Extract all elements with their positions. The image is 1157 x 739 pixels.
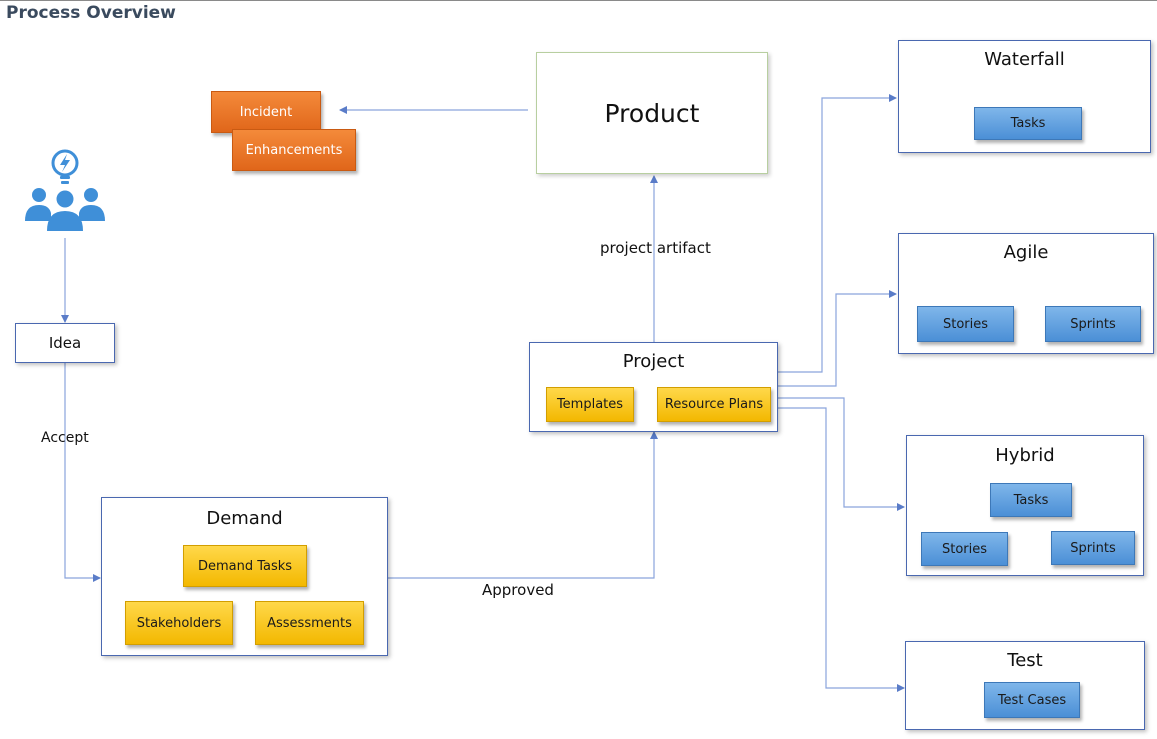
enhancements-chip[interactable]: Enhancements: [232, 129, 356, 171]
demand-title: Demand: [206, 508, 283, 529]
accept-label: Accept: [41, 430, 89, 446]
project-artifact-label: project artifact: [600, 239, 711, 257]
stakeholders-chip[interactable]: Stakeholders: [125, 601, 233, 645]
page-title: Process Overview: [6, 3, 176, 23]
idea-label: Idea: [48, 334, 82, 352]
waterfall-box[interactable]: Waterfall Tasks: [898, 40, 1151, 153]
agile-title: Agile: [1003, 242, 1049, 263]
idea-box[interactable]: Idea: [15, 323, 115, 363]
agile-box[interactable]: Agile Stories Sprints: [898, 233, 1154, 354]
connector-project-to-waterfall: [778, 94, 897, 373]
templates-chip[interactable]: Templates: [546, 387, 634, 422]
demand-box[interactable]: Demand Demand Tasks Stakeholders Assessm…: [101, 497, 388, 656]
hybrid-sprints-chip[interactable]: Sprints: [1051, 531, 1135, 565]
hybrid-stories-chip[interactable]: Stories: [921, 532, 1008, 566]
connector-demand-to-project: [388, 431, 658, 579]
project-box[interactable]: Project Templates Resource Plans: [529, 342, 778, 432]
hybrid-box[interactable]: Hybrid Tasks Stories Sprints: [906, 435, 1144, 576]
assessments-chip[interactable]: Assessments: [255, 601, 364, 645]
project-title: Project: [622, 351, 685, 372]
people-lightbulb-icon: [25, 149, 105, 231]
product-box[interactable]: Product: [536, 52, 768, 174]
connector-project-to-agile: [778, 290, 897, 387]
top-divider: [0, 0, 1157, 1]
product-title: Product: [604, 99, 700, 128]
test-cases-chip[interactable]: Test Cases: [984, 682, 1080, 718]
incident-chip[interactable]: Incident: [211, 91, 321, 133]
hybrid-title: Hybrid: [995, 445, 1055, 466]
test-box[interactable]: Test Test Cases: [905, 641, 1145, 730]
waterfall-title: Waterfall: [984, 49, 1065, 70]
connector-project-to-hybrid: [778, 397, 905, 511]
agile-stories-chip[interactable]: Stories: [917, 306, 1014, 342]
connector-idea-to-demand: [64, 363, 101, 582]
demand-tasks-chip[interactable]: Demand Tasks: [183, 545, 307, 587]
resource-plans-chip[interactable]: Resource Plans: [657, 387, 771, 422]
waterfall-tasks-chip[interactable]: Tasks: [974, 107, 1082, 140]
connector-project-to-test: [778, 407, 905, 692]
approved-label: Approved: [482, 581, 554, 599]
test-title: Test: [1007, 650, 1043, 671]
agile-sprints-chip[interactable]: Sprints: [1045, 306, 1141, 342]
hybrid-tasks-chip[interactable]: Tasks: [990, 483, 1072, 517]
